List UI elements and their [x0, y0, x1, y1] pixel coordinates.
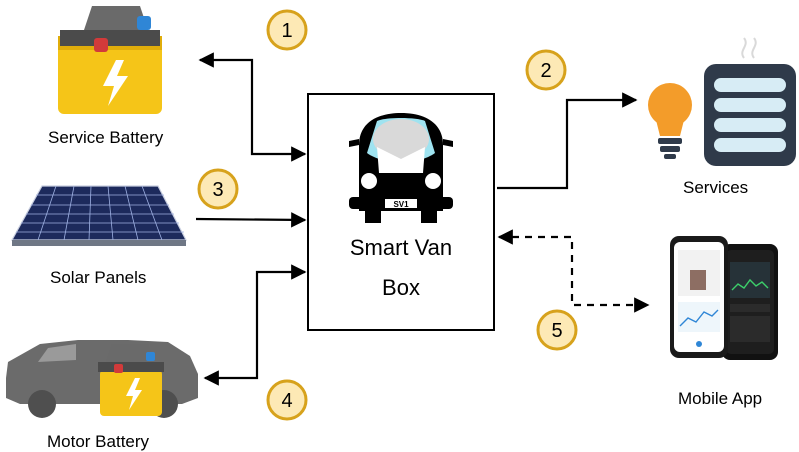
connector-motor-battery — [203, 264, 307, 386]
marker-5: 5 — [536, 309, 578, 351]
marker-5-label: 5 — [551, 320, 562, 342]
solar-panels-label: Solar Panels — [50, 268, 147, 287]
van-plate: SV1 — [393, 200, 409, 209]
motor-battery-label: Motor Battery — [47, 432, 150, 451]
camper-van-icon: SV1 — [349, 113, 453, 223]
marker-4: 4 — [266, 379, 308, 421]
smartphone-icon — [670, 236, 778, 360]
car-battery-icon — [6, 340, 198, 418]
marker-1: 1 — [266, 9, 308, 51]
marker-2-label: 2 — [540, 60, 551, 82]
marker-3: 3 — [197, 168, 239, 210]
smart-van-box: SV1 Smart Van Box — [307, 93, 495, 331]
hub-title-line1: Smart Van — [349, 235, 453, 260]
marker-4-label: 4 — [281, 390, 292, 412]
connector-mobile-app — [497, 229, 650, 313]
connector-services — [497, 92, 638, 190]
marker-1-label: 1 — [281, 20, 292, 42]
marker-2: 2 — [525, 49, 567, 91]
mobile-app-label: Mobile App — [678, 389, 763, 408]
solar-panel-icon — [10, 185, 187, 246]
battery-icon — [58, 6, 162, 114]
hub-title-line2: Box — [382, 275, 420, 300]
connector-solar-panels — [195, 212, 307, 228]
lightbulb-heater-icon — [648, 37, 796, 166]
services-label: Services — [683, 178, 749, 197]
connector-service-battery — [198, 52, 307, 162]
service-battery-label: Service Battery — [48, 128, 164, 147]
marker-3-label: 3 — [212, 179, 223, 201]
